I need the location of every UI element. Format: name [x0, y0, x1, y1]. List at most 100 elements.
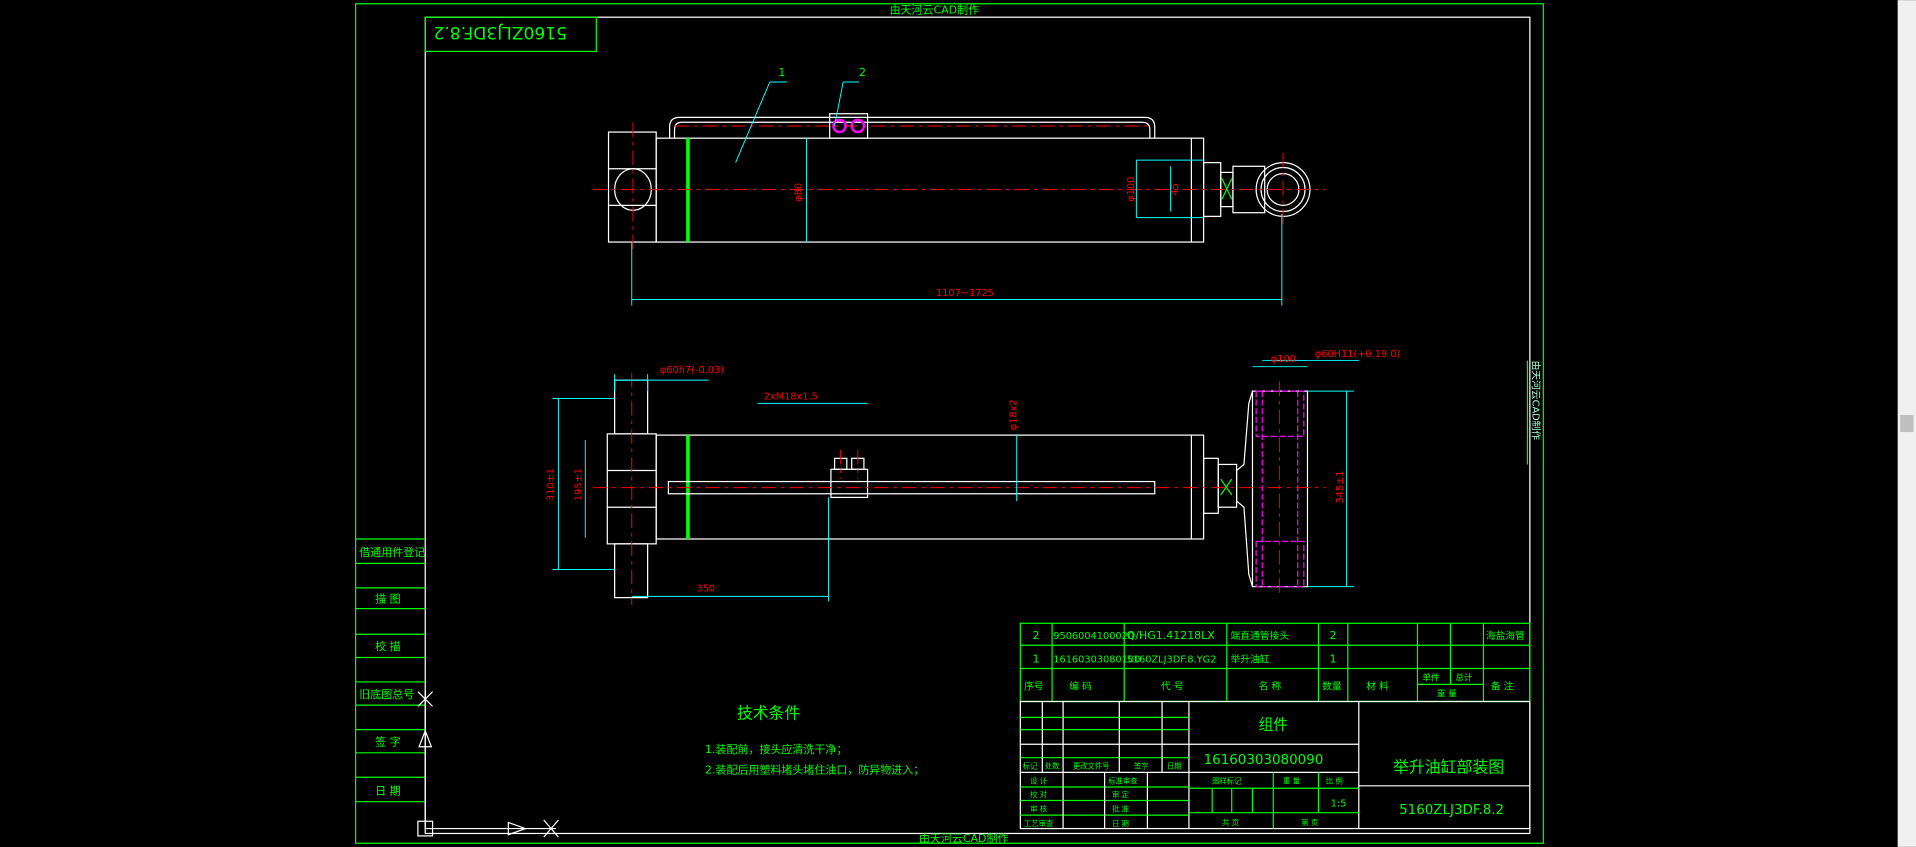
dim-pipe: φ18x2 — [1009, 399, 1020, 430]
side-label: 借通用件登记 — [359, 545, 425, 559]
bom-header-cell: 序号 — [1024, 679, 1044, 692]
ucs-icon — [417, 690, 559, 838]
dim-bore: φ80 — [794, 183, 805, 202]
cylinder-side-view — [552, 360, 1359, 605]
cad-stroke — [1202, 457, 1219, 514]
cad-stroke — [417, 691, 559, 838]
bom-header-cell: 数量 — [1322, 679, 1342, 692]
side-label: 校 描 — [375, 639, 400, 653]
bom-row: 1 16160303080100 5160ZLJ3DF.8.YG2 举升油缸 1 — [1033, 652, 1337, 665]
balloon-1: 1 — [778, 66, 785, 79]
tb-code: 16160303080090 — [1204, 753, 1324, 768]
dim-height-total: 310±1 — [546, 468, 557, 501]
tb-label: 重 量 — [1283, 776, 1300, 785]
bom-header-cell: 备 注 — [1491, 679, 1514, 692]
dim-rod-outer: φ100 — [1126, 177, 1137, 202]
cad-stroke — [850, 118, 866, 134]
sheet-border — [354, 3, 1544, 844]
tb-drawing-no: 5160ZLJ3DF.8.2 — [1399, 803, 1504, 818]
tb-label: 工艺审查 — [1024, 819, 1054, 828]
dim-rod: 45 — [1170, 183, 1181, 195]
vertical-scrollbar[interactable] — [1897, 0, 1916, 847]
watermark-right: 由天河云CAD制作 — [1529, 361, 1542, 441]
bom-table — [1019, 622, 1531, 703]
tb-label: 比 例 — [1326, 776, 1343, 785]
bom-no: 1 — [1033, 652, 1040, 665]
pipe-fitting — [829, 113, 869, 139]
side-label: 签 字 — [375, 734, 400, 748]
bom-qty: 1 — [1329, 652, 1336, 665]
watermark-bottom: 由天河云CAD制作 — [919, 831, 1009, 845]
cad-stroke — [834, 81, 844, 127]
cad-stroke — [507, 821, 528, 836]
cad-stroke — [607, 131, 657, 243]
cad-stroke — [418, 729, 433, 748]
bom-no: 2 — [1033, 629, 1040, 642]
cad-stroke — [1220, 478, 1233, 496]
bom-code: 9506004100020 — [1053, 631, 1134, 642]
bom-header-cell: 单件 — [1422, 672, 1440, 684]
cad-stroke — [424, 16, 1531, 835]
tb-label: 共 页 — [1222, 818, 1239, 827]
tb-label: 日 期 — [1112, 819, 1129, 828]
bom-name: 举升油缸 — [1230, 652, 1269, 665]
dim-height-inner: 195±1 — [574, 468, 585, 501]
balloon-2: 2 — [859, 66, 866, 79]
bom-header-cell: 代 号 — [1161, 680, 1184, 692]
bom-code: 16160303080100 — [1053, 654, 1140, 665]
tb-scale: 1:5 — [1331, 799, 1347, 810]
dim-port-pos: 350 — [697, 584, 716, 595]
dim-eye-width: 345±1 — [1335, 470, 1346, 503]
tb-label: 日期 — [1167, 762, 1182, 771]
cad-stroke — [673, 121, 1151, 139]
cad-stroke — [424, 16, 597, 53]
bom-header-cell: 材 料 — [1366, 679, 1389, 692]
side-label: 日 期 — [375, 784, 400, 797]
bom-header-cell: 编 码 — [1069, 679, 1092, 692]
dim-eye-outer: φ100 — [1271, 354, 1296, 365]
tb-label: 标准审查 — [1108, 776, 1138, 785]
side-label: 旧底图总号 — [359, 687, 414, 701]
cad-stroke — [1221, 178, 1233, 200]
cad-stroke — [830, 468, 869, 499]
tb-title: 举升油缸部装图 — [1393, 757, 1504, 776]
dim-pin-right: φ60H11(+0.19 0) — [1315, 349, 1401, 360]
title-block — [1019, 700, 1531, 830]
scrollbar-thumb[interactable] — [1900, 414, 1914, 433]
tb-label: 签字 — [1134, 762, 1149, 771]
cad-stroke — [655, 137, 1205, 243]
cylinder-top-view — [592, 81, 1326, 306]
bom-header-cell: 总计 — [1455, 672, 1473, 684]
drawing-number-box: 5160ZLJ3DF.8.2 — [424, 16, 597, 53]
cad-stroke — [735, 81, 771, 163]
cad-stroke — [832, 118, 847, 134]
cad-stroke — [669, 116, 1156, 139]
side-label: 描 图 — [375, 592, 400, 606]
tb-label: 更改文件号 — [1073, 762, 1110, 771]
cad-stroke — [1235, 390, 1254, 587]
watermark-top: 由天河云CAD制作 — [890, 3, 980, 17]
cad-stroke — [1255, 390, 1305, 437]
tb-label: 批 准 — [1112, 804, 1129, 813]
bom-header-cell: 重 量 — [1437, 688, 1457, 700]
tb-labels: 标记 处数 更改文件号 签字 日期 设 计 标准审查 校 对 审 定 审 核 批… — [1023, 762, 1343, 828]
bom-name: 端直通管接头 — [1230, 629, 1289, 642]
dim-length: 1107~1725 — [936, 288, 994, 299]
bom-row: 2 9506004100020 Q/HG1.41218LX 端直通管接头 2 海… — [1033, 629, 1526, 642]
bom-header: 序号 编 码 代 号 名 称 数量 材 料 单件 总计 重 量 备 注 — [1024, 672, 1514, 700]
cad-stroke — [1251, 390, 1309, 588]
tb-group: 组件 — [1259, 717, 1288, 734]
bom-header-cell: 名 称 — [1259, 679, 1282, 692]
cad-stroke — [417, 820, 434, 837]
tb-label: 审 定 — [1112, 790, 1130, 799]
cad-stroke — [655, 434, 1205, 540]
tb-label: 图样标记 — [1212, 776, 1242, 785]
bom-part: Q/HG1.41218LX — [1127, 629, 1216, 642]
cad-stroke — [614, 543, 649, 599]
dim-port-thread: 2xM18x1.5 — [764, 392, 818, 403]
cad-stroke — [1019, 700, 1531, 830]
side-register — [355, 538, 426, 803]
cad-stroke — [1255, 540, 1305, 588]
tb-label: 第 页 — [1301, 818, 1318, 827]
